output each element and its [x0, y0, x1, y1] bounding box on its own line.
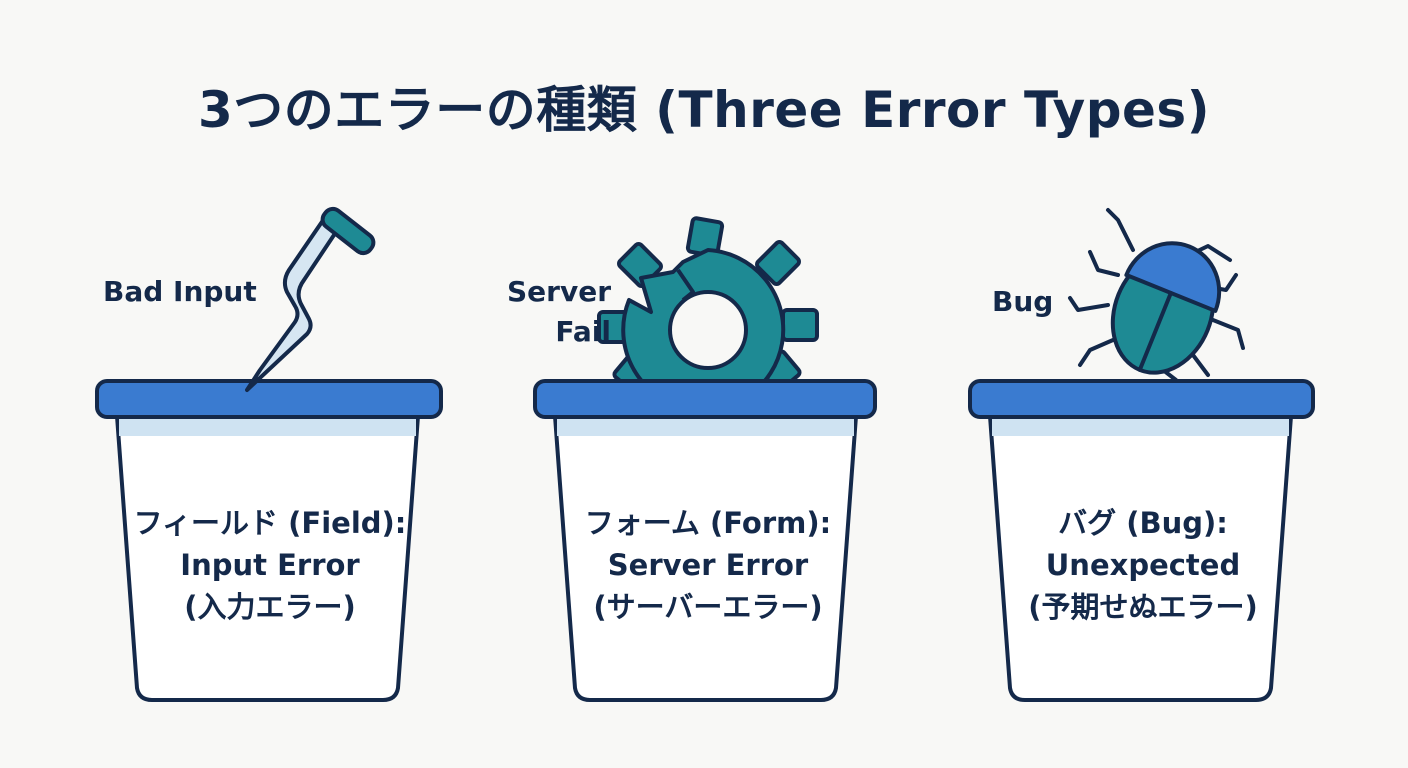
bin-line: Server Error: [607, 548, 809, 582]
bin-line: Input Error: [180, 548, 360, 582]
icon-label-line: Fail: [555, 315, 611, 348]
page-title: 3つのエラーの種類 (Three Error Types): [197, 81, 1211, 139]
icon-label-line: Server: [506, 275, 611, 308]
bin-line: フォーム (Form):: [584, 506, 832, 540]
error-bin-bug: Bug バグ (Bug): Unexpected (予期せぬエラー): [968, 180, 1318, 720]
bin-text-form: フォーム (Form): Server Error (サーバーエラー): [563, 502, 853, 628]
error-bin-form: Server Fail フォーム (Form): Server Error (サ…: [507, 180, 883, 720]
bin-line: (入力エラー): [184, 590, 356, 624]
bin-text-field: フィールド (Field): Input Error (入力エラー): [125, 502, 415, 628]
bin-line: Unexpected: [1045, 548, 1241, 582]
bin-line: (予期せぬエラー): [1028, 590, 1258, 624]
bin-line: (サーバーエラー): [593, 590, 823, 624]
bug-icon: [1068, 208, 1245, 382]
bin-graphic: [968, 208, 1315, 702]
bin-graphic: [95, 206, 443, 702]
bin-text-bug: バグ (Bug): Unexpected (予期せぬエラー): [998, 502, 1288, 628]
bin-line: フィールド (Field):: [133, 506, 407, 540]
nail-icon: [245, 206, 376, 392]
error-bin-field: Bad Input フィールド (Field): Input Error (入力…: [95, 180, 445, 720]
bin-line: バグ (Bug):: [1058, 506, 1228, 540]
icon-label-server-fail: Server Fail: [501, 272, 611, 352]
bin-graphic: [533, 216, 877, 702]
icon-label-bug: Bug: [992, 285, 1054, 318]
icon-label-bad-input: Bad Input: [103, 275, 257, 308]
